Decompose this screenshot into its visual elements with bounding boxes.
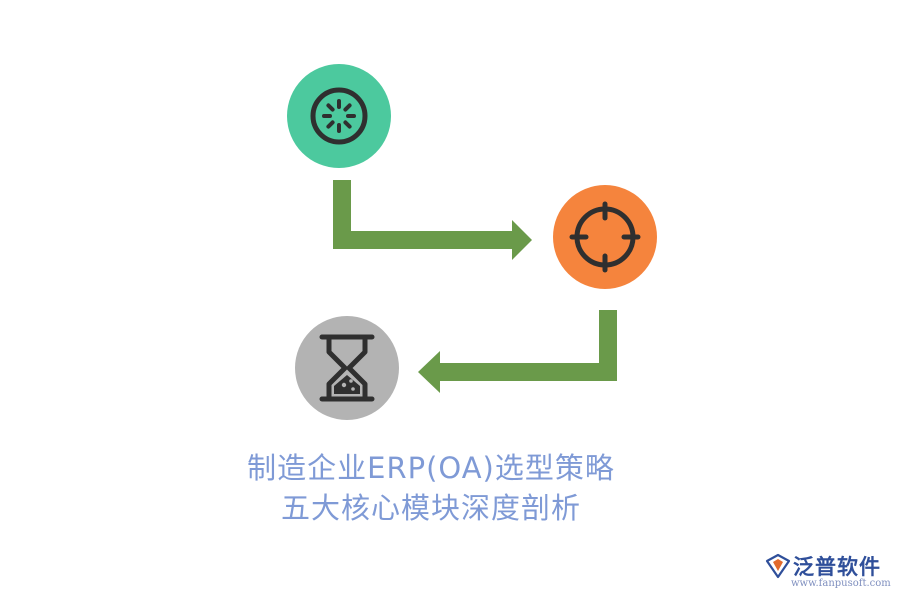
crosshair-target-icon — [569, 201, 641, 273]
logo-name: 泛普软件 — [793, 555, 881, 579]
brand-logo: 泛普软件 www.fanpusoft.com — [765, 551, 895, 595]
arrow-step2-to-step3 — [418, 310, 617, 393]
step3-node — [295, 316, 399, 420]
loading-spinner-icon — [310, 87, 368, 145]
hourglass-icon — [319, 334, 375, 402]
logo-mark-icon — [765, 553, 791, 579]
caption-line-2: 五大核心模块深度剖析 — [280, 491, 581, 525]
arrow-step1-to-step2 — [333, 180, 532, 260]
diagram-caption: 制造企业ERP(OA)选型策略 五大核心模块深度剖析 — [0, 448, 862, 528]
logo-url: www.fanpusoft.com — [791, 578, 891, 589]
step1-node — [287, 64, 391, 168]
step2-node — [553, 185, 657, 289]
caption-line-1: 制造企业ERP(OA)选型策略 — [247, 451, 615, 485]
